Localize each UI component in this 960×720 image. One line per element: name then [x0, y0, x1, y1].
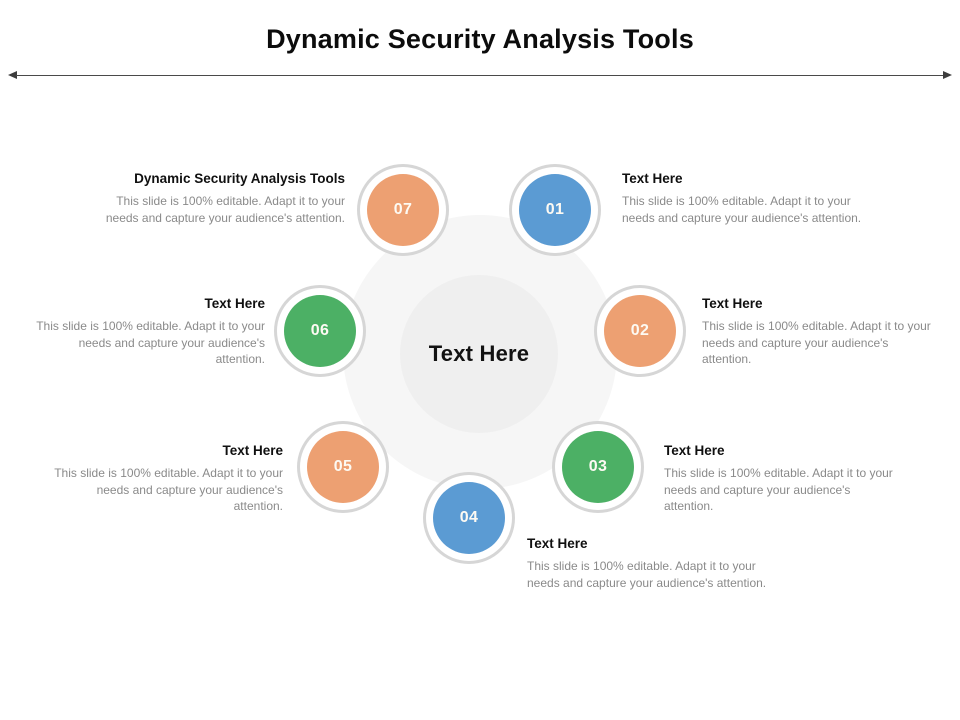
text-block-07: Dynamic Security Analysis Tools This sli… [90, 170, 345, 226]
node-07-gap: 07 [360, 167, 446, 253]
node-06-disc: 06 [284, 295, 356, 367]
node-02[interactable]: 02 [594, 285, 686, 377]
node-04-disc: 04 [433, 482, 505, 554]
text-block-03: Text Here This slide is 100% editable. A… [664, 442, 894, 515]
text-block-05-heading: Text Here [222, 443, 283, 458]
text-block-03-body: This slide is 100% editable. Adapt it to… [664, 466, 893, 513]
node-01[interactable]: 01 [509, 164, 601, 256]
divider-line [16, 75, 944, 76]
node-05-disc: 05 [307, 431, 379, 503]
text-block-01: Text Here This slide is 100% editable. A… [622, 170, 867, 226]
text-block-05-body: This slide is 100% editable. Adapt it to… [54, 466, 283, 513]
node-07-disc: 07 [367, 174, 439, 246]
text-block-06-body: This slide is 100% editable. Adapt it to… [36, 319, 265, 366]
node-01-disc: 01 [519, 174, 591, 246]
divider-left-arrow-icon [8, 71, 17, 79]
node-03[interactable]: 03 [552, 421, 644, 513]
diagram-inner-halo [400, 275, 558, 433]
text-block-04-heading: Text Here [527, 536, 588, 551]
node-02-disc: 02 [604, 295, 676, 367]
node-05-gap: 05 [300, 424, 386, 510]
page-title: Dynamic Security Analysis Tools [266, 24, 694, 54]
node-01-gap: 01 [512, 167, 598, 253]
text-block-06: Text Here This slide is 100% editable. A… [35, 295, 265, 368]
node-06[interactable]: 06 [274, 285, 366, 377]
title-divider [8, 71, 952, 81]
node-03-gap: 03 [555, 424, 641, 510]
text-block-07-heading: Dynamic Security Analysis Tools [134, 171, 345, 186]
text-block-02-heading: Text Here [702, 296, 763, 311]
text-block-02: Text Here This slide is 100% editable. A… [702, 295, 932, 368]
node-02-gap: 02 [597, 288, 683, 374]
text-block-07-body: This slide is 100% editable. Adapt it to… [105, 194, 345, 225]
text-block-05: Text Here This slide is 100% editable. A… [53, 442, 283, 515]
node-03-disc: 03 [562, 431, 634, 503]
text-block-02-body: This slide is 100% editable. Adapt it to… [702, 319, 931, 366]
text-block-06-heading: Text Here [204, 296, 265, 311]
text-block-04-body: This slide is 100% editable. Adapt it to… [527, 559, 767, 590]
diagram-center-label: Text Here [428, 341, 530, 366]
node-04[interactable]: 04 [423, 472, 515, 564]
node-06-gap: 06 [277, 288, 363, 374]
text-block-04: Text Here This slide is 100% editable. A… [527, 535, 767, 591]
node-04-gap: 04 [426, 475, 512, 561]
text-block-01-body: This slide is 100% editable. Adapt it to… [622, 194, 862, 225]
text-block-03-heading: Text Here [664, 443, 725, 458]
divider-right-arrow-icon [943, 71, 952, 79]
node-05[interactable]: 05 [297, 421, 389, 513]
node-07[interactable]: 07 [357, 164, 449, 256]
text-block-01-heading: Text Here [622, 171, 683, 186]
